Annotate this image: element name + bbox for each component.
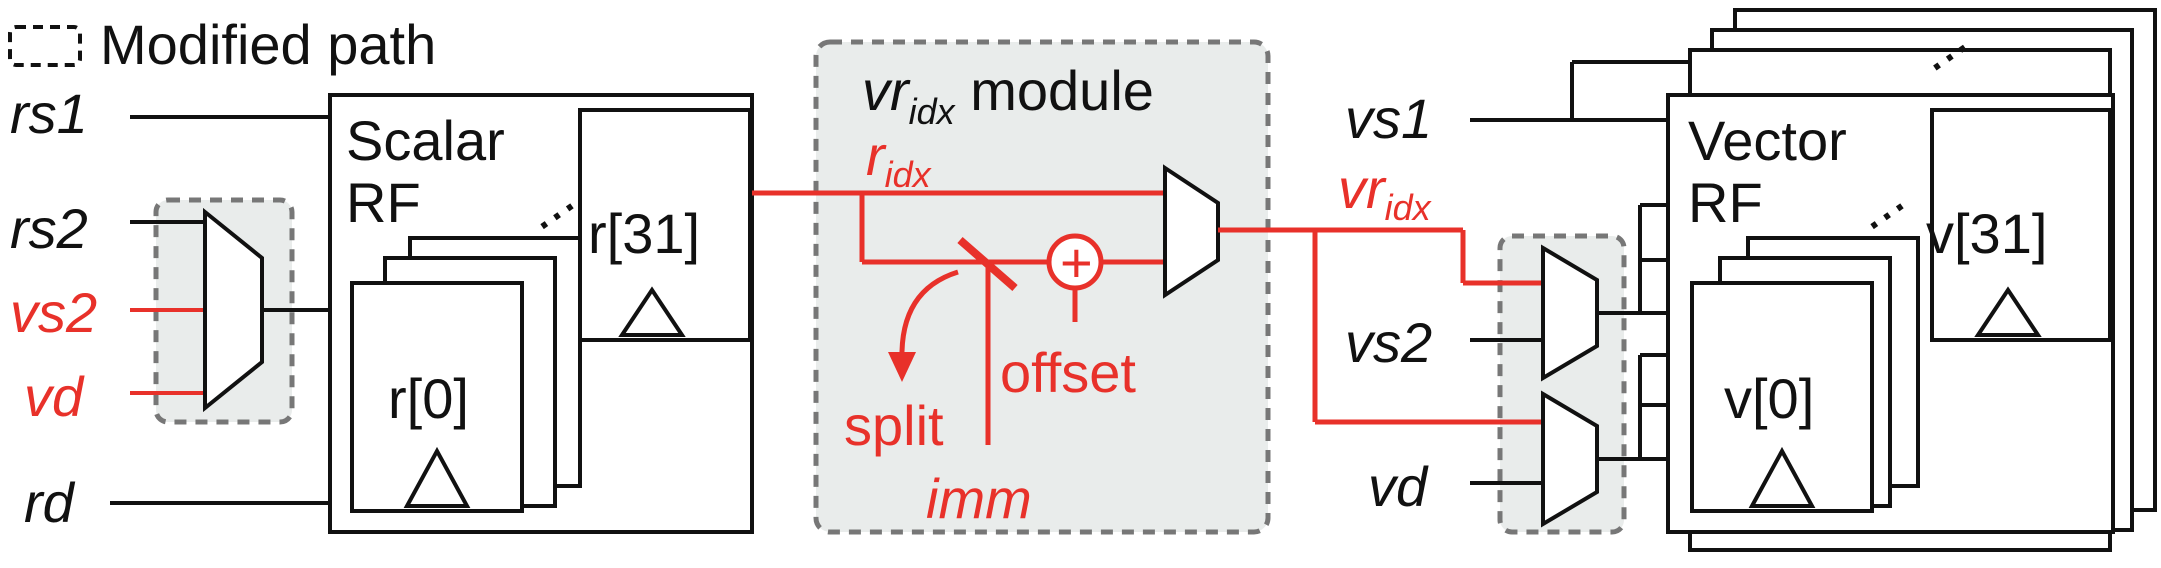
- register-v31-label: v[31]: [1926, 202, 2047, 265]
- rs2-label: rs2: [10, 197, 88, 260]
- vs2-mux: [1541, 244, 1599, 382]
- vector-rf-title-1: Vector: [1688, 109, 1847, 172]
- clock-triangle-icon: [1748, 446, 1816, 508]
- register-v31: [1930, 108, 2112, 342]
- vs1-label: vs1: [1345, 87, 1432, 150]
- adder-plus: +: [1060, 231, 1093, 294]
- legend: Modified path: [8, 13, 436, 76]
- imm-label: imm: [926, 467, 1032, 530]
- offset-label: offset: [1000, 341, 1136, 404]
- vd-mux: [1541, 390, 1599, 528]
- scalar-rf-title-2: RF: [346, 171, 421, 234]
- vd-left-label: vd: [24, 365, 85, 428]
- vridx-module-region: [813, 39, 1271, 535]
- vridx-module: vridx module ridx imm + offset split: [752, 59, 1220, 530]
- rs1-label: rs1: [10, 82, 88, 145]
- vector-rf-title-2: RF: [1688, 171, 1763, 234]
- vridx-signal-label: vridx: [1338, 157, 1433, 228]
- right-inputs: vs1 vs2 vd: [1345, 87, 1668, 518]
- vd-right-label: vd: [1368, 455, 1429, 518]
- scalar-rf-title-1: Scalar: [346, 109, 505, 172]
- vridx-mux: [1163, 164, 1220, 299]
- register-r0: [350, 281, 524, 513]
- vs2-label: vs2: [10, 281, 97, 344]
- scalar-rf: Scalar RF r[31] r[0] ...: [328, 93, 754, 534]
- left-mux: [203, 207, 264, 413]
- vridx-signal: vridx: [1218, 157, 1543, 425]
- register-r0-label: r[0]: [388, 367, 469, 430]
- register-v0-label: v[0]: [1724, 367, 1814, 430]
- vridx-module-title: vridx module: [862, 59, 1154, 132]
- rd-label: rd: [24, 471, 76, 534]
- clock-triangle-icon: [618, 286, 686, 337]
- register-r31-label: r[31]: [588, 202, 700, 265]
- mux-output-wires: [1597, 203, 1668, 461]
- legend-dashed-box-icon: [8, 25, 82, 67]
- ridx-label: ridx: [866, 124, 933, 195]
- clock-triangle-icon: [1974, 286, 2042, 337]
- clock-triangle-icon: [403, 446, 471, 508]
- register-r31: [578, 108, 752, 342]
- split-arrow-icon: [899, 269, 959, 361]
- split-label: split: [844, 394, 944, 457]
- vs2-right-label: vs2: [1345, 311, 1432, 374]
- vector-rf: ... Vector RF v[31] v[0] ...: [1570, 5, 2157, 552]
- register-v0: [1690, 281, 1874, 513]
- legend-label: Modified path: [100, 13, 436, 76]
- left-inputs: rs1 rs2 vs2 vd rd: [10, 82, 330, 534]
